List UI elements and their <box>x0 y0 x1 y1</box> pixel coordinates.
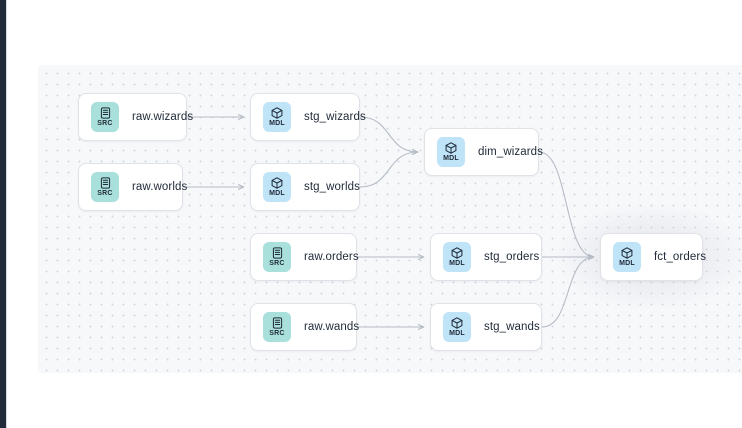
node-label: stg_wands <box>484 321 540 333</box>
cube-icon: MDL <box>263 172 291 202</box>
node-badge-text: SRC <box>97 119 113 127</box>
lineage-node-raw_orders[interactable]: SRC raw.orders <box>250 233 359 281</box>
lineage-edge-stg_wizards-to-dim_wizards <box>359 116 418 152</box>
cube-icon: MDL <box>443 312 471 342</box>
cube-icon: MDL <box>613 242 641 272</box>
node-badge-text: MDL <box>449 329 465 337</box>
database-icon: SRC <box>91 172 119 202</box>
node-label: dim_wizards <box>478 146 544 158</box>
node-badge-text: MDL <box>443 154 459 162</box>
node-label: fct_orders <box>654 251 707 263</box>
lineage-node-fct_orders[interactable]: MDL fct_orders <box>600 233 707 281</box>
node-label: stg_worlds <box>304 181 360 193</box>
node-label: raw.orders <box>304 251 359 263</box>
lineage-node-stg_wands[interactable]: MDL stg_wands <box>430 303 542 351</box>
cube-icon: MDL <box>263 102 291 132</box>
lineage-node-stg_worlds[interactable]: MDL stg_worlds <box>250 163 360 211</box>
lineage-node-stg_wizards[interactable]: MDL stg_wizards <box>250 93 366 141</box>
lineage-node-raw_wands[interactable]: SRC raw.wands <box>250 303 360 351</box>
rail-divider <box>6 0 7 428</box>
lineage-node-raw_wizards[interactable]: SRC raw.wizards <box>78 93 193 141</box>
database-icon: SRC <box>263 242 291 272</box>
node-label: stg_orders <box>484 251 540 263</box>
node-badge-text: SRC <box>269 259 285 267</box>
node-badge-text: MDL <box>269 119 285 127</box>
database-icon: SRC <box>91 102 119 132</box>
node-label: raw.wizards <box>132 111 194 123</box>
lineage-node-raw_worlds[interactable]: SRC raw.worlds <box>78 163 187 211</box>
lineage-edge-stg_worlds-to-dim_wizards <box>359 152 418 188</box>
node-label: raw.wands <box>304 321 360 333</box>
node-badge-text: MDL <box>449 259 465 267</box>
node-badge-text: MDL <box>619 259 635 267</box>
node-badge-text: SRC <box>97 189 113 197</box>
lineage-edge-stg_wands-to-fct_orders <box>541 257 594 328</box>
left-nav-rail <box>0 0 6 428</box>
node-label: raw.worlds <box>132 181 188 193</box>
lineage-edge-dim_wizards-to-fct_orders <box>538 151 594 257</box>
database-icon: SRC <box>263 312 291 342</box>
lineage-node-stg_orders[interactable]: MDL stg_orders <box>430 233 542 281</box>
cube-icon: MDL <box>443 242 471 272</box>
node-badge-text: MDL <box>269 189 285 197</box>
cube-icon: MDL <box>437 137 465 167</box>
node-label: stg_wizards <box>304 111 366 123</box>
node-badge-text: SRC <box>269 329 285 337</box>
lineage-node-dim_wizards[interactable]: MDL dim_wizards <box>424 128 543 176</box>
